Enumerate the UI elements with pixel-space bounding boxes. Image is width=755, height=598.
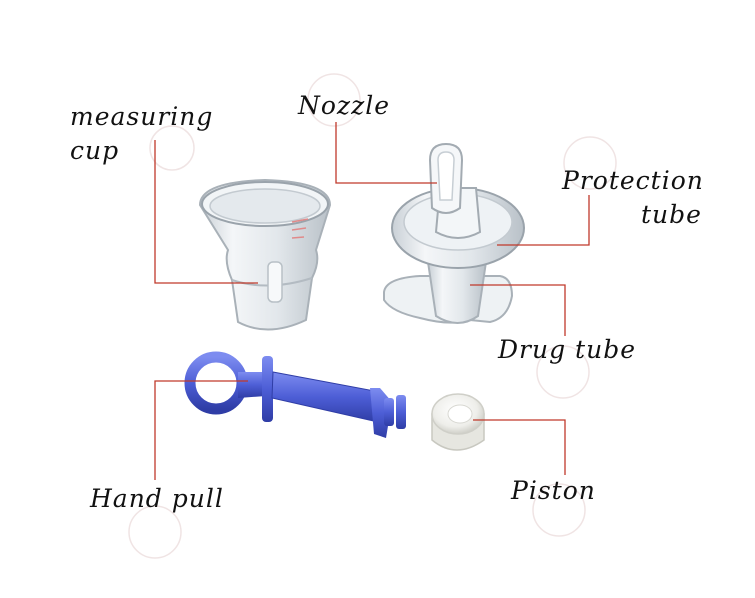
measuring-cup-leader-line [154, 140, 258, 284]
nozzle-assembly-illustration [383, 142, 525, 324]
measuring-cup-label-line1: measuring [70, 102, 214, 131]
hand-pull-leader-line [154, 380, 248, 480]
nozzle-label: Nozzle [298, 91, 391, 120]
protection-tube-label-line1: Protection [562, 166, 704, 195]
measuring-cup-label-line2: cup [70, 136, 120, 165]
drug-tube-leader-line [470, 284, 566, 336]
piston-leader-line [473, 419, 566, 475]
nozzle-leader-line [335, 122, 437, 184]
protection-tube-leader-line [497, 195, 590, 246]
syringe-illustration [184, 351, 406, 438]
piston-illustration [431, 393, 485, 451]
protection-tube-label-line2: tube [641, 200, 702, 229]
hand-pull-label: Hand pull [90, 484, 224, 513]
drug-tube-label: Drug tube [498, 335, 636, 364]
watermark-circles [128, 73, 617, 559]
measuring-cup-illustration [198, 178, 332, 331]
piston-label: Piston [511, 476, 596, 505]
